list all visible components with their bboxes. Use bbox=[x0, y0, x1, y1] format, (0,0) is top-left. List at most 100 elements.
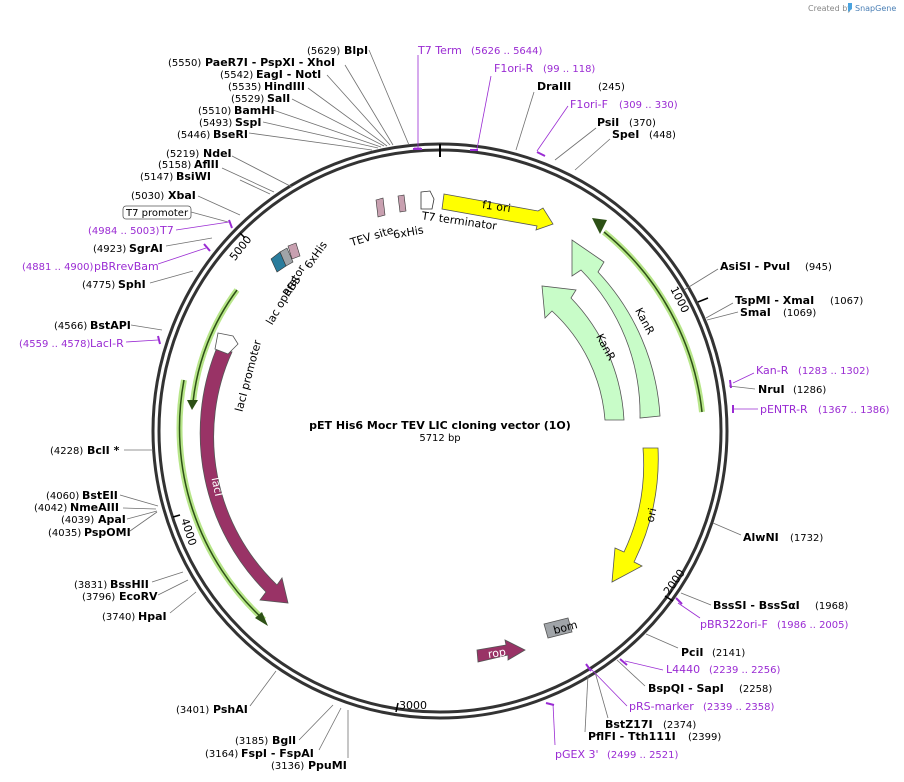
site-xmai[interactable]: TspMI - XmaI(1067) bbox=[705, 294, 863, 319]
primer-prs-marker[interactable]: pRS-marker(2339 .. 2358) bbox=[585, 663, 775, 713]
site-sphi[interactable]: (4775)SphI bbox=[82, 270, 194, 291]
site-sapi[interactable]: BspQI - SapI(2258) bbox=[616, 659, 772, 695]
feature-laci[interactable] bbox=[199, 349, 289, 604]
site-pos: (1286) bbox=[793, 385, 826, 396]
site-name: TspMI - XmaI bbox=[735, 294, 814, 307]
site-pos: (3136) bbox=[271, 761, 304, 772]
primer-pentr-r[interactable]: pENTR-R(1367 .. 1386) bbox=[732, 403, 890, 416]
site-bsteii[interactable]: (4060)BstEII bbox=[46, 489, 159, 507]
feature-kanr-1[interactable] bbox=[571, 239, 661, 419]
feature-tev-site[interactable] bbox=[375, 197, 386, 218]
site-pvui[interactable]: AsiSI - PvuI(945) bbox=[683, 260, 832, 291]
site-bcli[interactable]: (4228)BclI * bbox=[50, 444, 153, 457]
site-psii[interactable]: PsiI(370) bbox=[554, 116, 656, 161]
primer-range: (1367 .. 1386) bbox=[818, 405, 890, 416]
site-pshai[interactable]: (3401)PshAI bbox=[176, 670, 277, 716]
site-name: BspQI - SapI bbox=[648, 682, 724, 695]
snapgene-logo-icon bbox=[848, 3, 852, 12]
feature-bom[interactable] bbox=[543, 617, 573, 639]
site-draiii[interactable]: DraIII(245) bbox=[515, 80, 625, 151]
primer-f1ori-r[interactable]: F1ori-R(99 .. 118) bbox=[470, 62, 595, 151]
feature-rop[interactable] bbox=[476, 639, 526, 663]
feature-6xhis-outer[interactable] bbox=[397, 194, 407, 213]
site-ecorv[interactable]: (3796)EcoRV bbox=[82, 579, 189, 603]
primer-l4440[interactable]: L4440(2239 .. 2256) bbox=[619, 658, 781, 676]
primer-name: F1ori-F bbox=[570, 98, 608, 111]
site-alwni[interactable]: AlwNI(1732) bbox=[712, 522, 823, 544]
feature-label-ori: ori bbox=[644, 507, 660, 524]
primer-pbrrevbam[interactable]: (4881 .. 4900)pBRrevBam bbox=[22, 243, 211, 273]
site-pos: (4775) bbox=[82, 280, 115, 291]
primer-kan-r[interactable]: Kan-R (1283 .. 1302) bbox=[729, 364, 870, 389]
site-name: EcoRV bbox=[119, 590, 158, 603]
primer-range: (99 .. 118) bbox=[543, 64, 595, 75]
site-pos: (5529) bbox=[231, 94, 264, 105]
site-name: HpaI bbox=[138, 610, 167, 623]
site-sspi[interactable]: (5493)SspI bbox=[199, 116, 379, 149]
site-name: PflFI - Tth111I bbox=[588, 730, 676, 743]
site-smai[interactable]: SmaI(1069) bbox=[706, 306, 816, 321]
site-bstapi[interactable]: (4566)BstAPI bbox=[54, 319, 163, 332]
site-fspi[interactable]: (3164)FspI - FspAI bbox=[205, 707, 342, 760]
feature-laci-promoter-icon[interactable] bbox=[214, 332, 239, 355]
site-hpai[interactable]: (3740)HpaI bbox=[102, 591, 197, 623]
site-pos: (4923) bbox=[93, 244, 126, 255]
site-name: EagI - NotI bbox=[256, 68, 321, 81]
feature-f1-ori[interactable] bbox=[441, 193, 554, 231]
primer-f1ori-f[interactable]: F1ori-F (309 .. 330) bbox=[536, 98, 678, 157]
site-psshii[interactable]: (3831)BssHII bbox=[74, 571, 184, 591]
primer-pgex-3[interactable]: pGEX 3'(2499 .. 2521) bbox=[545, 702, 679, 761]
feature-label-f1-ori: f1 ori bbox=[481, 198, 511, 215]
primer-range: (2499 .. 2521) bbox=[607, 750, 679, 761]
feature-t7-terminator-icon[interactable] bbox=[420, 190, 435, 210]
primer-t7-term[interactable]: T7 Term(5626 .. 5644) bbox=[413, 44, 543, 150]
primer-name: Kan-R bbox=[756, 364, 789, 377]
site-nrui[interactable]: NruI(1286) bbox=[728, 383, 826, 396]
site-noti[interactable]: (5542)EagI - NotI bbox=[220, 68, 391, 146]
site-pspomi[interactable]: (4035)PspOMI bbox=[48, 511, 158, 539]
primer-range: (1283 .. 1302) bbox=[798, 366, 870, 377]
site-pos: (945) bbox=[805, 262, 832, 273]
primer-t7[interactable]: (4984 .. 5003)T7 bbox=[88, 219, 233, 237]
feature-laci-outer-arc bbox=[178, 379, 265, 621]
site-bsssi[interactable]: BssSI - BssSαI(1968) bbox=[680, 592, 848, 612]
primer-laci-r[interactable]: (4559 .. 4578)LacI-R bbox=[19, 335, 161, 350]
primer-range: (309 .. 330) bbox=[619, 100, 678, 111]
site-bstz17i[interactable]: BstZ17I(2374) bbox=[594, 671, 696, 731]
feature-rbs[interactable] bbox=[279, 247, 294, 267]
feature-label-6xhis-outer: 6xHis bbox=[392, 223, 425, 241]
site-aflii[interactable]: (5158)AflII bbox=[158, 158, 275, 193]
site-pcii[interactable]: PciI(2141) bbox=[645, 633, 745, 659]
feature-laci-outer-arrowhead bbox=[255, 612, 268, 626]
site-bamhi[interactable]: (5510)BamHI bbox=[198, 104, 382, 148]
site-name: DraIII bbox=[537, 80, 571, 93]
site-name: SpeI bbox=[612, 128, 639, 141]
feature-kanr-outer-arc bbox=[603, 231, 703, 413]
feature-kanr-2[interactable] bbox=[541, 285, 625, 421]
site-bseri[interactable]: (5446)BseRI bbox=[177, 128, 373, 151]
feature-ori[interactable] bbox=[611, 447, 659, 583]
primer-name: pBR322ori-F bbox=[700, 618, 768, 631]
site-name: BstZ17I bbox=[605, 718, 653, 731]
site-sgrai[interactable]: (4923)SgrAI bbox=[93, 237, 213, 255]
site-pos: (5629) bbox=[307, 46, 340, 57]
site-ppumi[interactable]: (3136)PpuMI bbox=[271, 710, 349, 772]
site-bsiwi[interactable]: (5147)BsiWI bbox=[140, 170, 271, 195]
site-bgli[interactable]: (3185)BglI bbox=[235, 704, 334, 747]
primer-pbr322ori-f[interactable]: pBR322ori-F(1986 .. 2005) bbox=[675, 597, 849, 631]
site-nmeaiii[interactable]: (4042)NmeAIII bbox=[34, 501, 157, 514]
site-name: BssHII bbox=[110, 578, 149, 591]
feature-6xhis-inner[interactable] bbox=[287, 242, 301, 260]
site-apai[interactable]: (4039)ApaI bbox=[61, 510, 158, 526]
site-sali[interactable]: (5529)SalI bbox=[231, 92, 385, 147]
site-tth111i[interactable]: PflFI - Tth111I(2399) bbox=[584, 674, 721, 743]
site-spei[interactable]: SpeI(448) bbox=[574, 128, 676, 171]
site-blpi[interactable]: (5629)BlpI bbox=[307, 44, 410, 146]
feature-kanr-outer-arrowhead bbox=[592, 218, 607, 234]
site-xhoi[interactable]: (5550)PaeR7I - PspXI - XhoI bbox=[168, 56, 394, 146]
site-hindiii[interactable]: (5535)HindIII bbox=[228, 80, 388, 147]
site-xbai[interactable]: (5030)XbaI bbox=[131, 189, 241, 216]
site-name: SspI bbox=[235, 116, 261, 129]
site-ndei[interactable]: (5219)NdeI bbox=[166, 147, 293, 188]
plasmid-size: 5712 bp bbox=[419, 433, 460, 444]
